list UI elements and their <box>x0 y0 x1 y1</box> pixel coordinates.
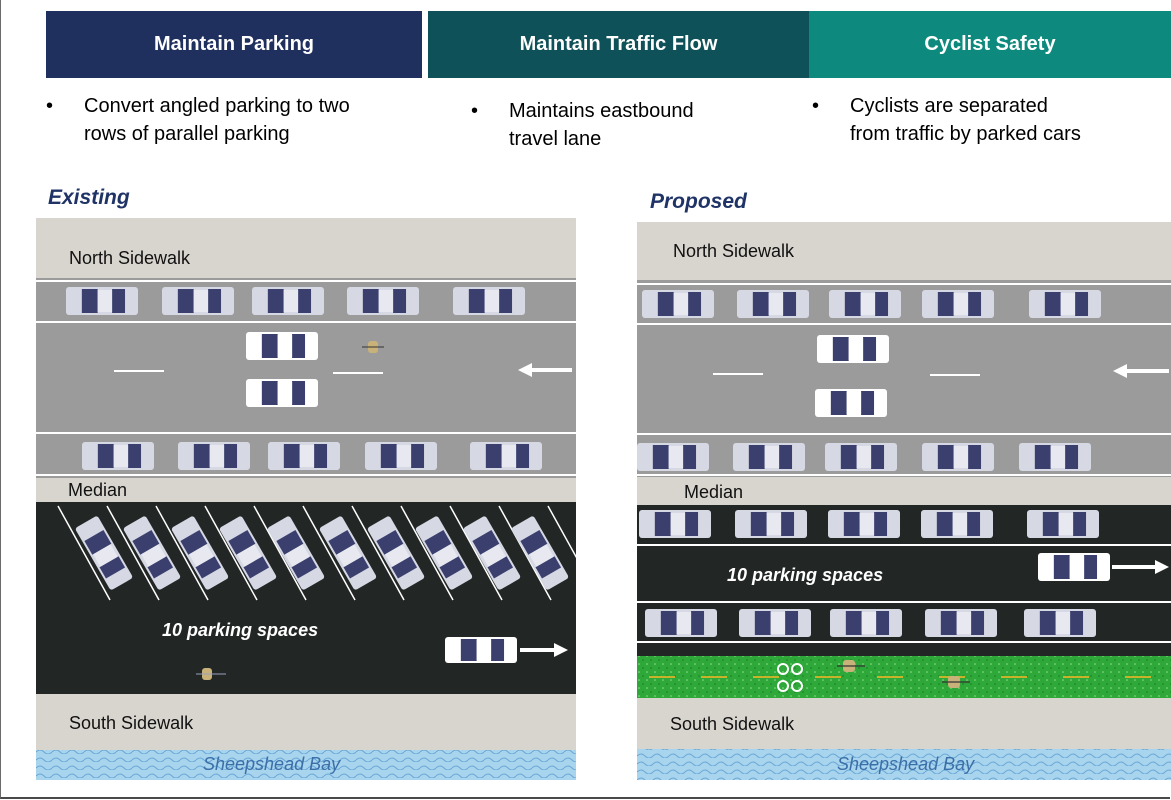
car-icon <box>365 442 437 470</box>
south-sidewalk-label: South Sidewalk <box>670 714 795 734</box>
proposed-title: Proposed <box>650 190 747 213</box>
car-icon <box>922 443 994 471</box>
car-icon <box>1019 443 1091 471</box>
median <box>36 478 576 502</box>
westbound-arrow-icon <box>1113 364 1169 378</box>
car-icon <box>733 443 805 471</box>
proposed-street-diagram: North Sidewalk Median 10 parking spaces … <box>637 222 1171 780</box>
car-icon <box>1024 609 1096 637</box>
bay-label: Sheepshead Bay <box>837 754 975 774</box>
car-icon <box>925 609 997 637</box>
bullet-parking: • Convert angled parking to two rows of … <box>46 92 350 148</box>
south-sidewalk <box>36 694 576 750</box>
car-icon <box>1029 290 1101 318</box>
car-icon <box>66 287 138 315</box>
south-sidewalk-label: South Sidewalk <box>69 713 194 733</box>
car-icon <box>815 389 887 417</box>
car-icon <box>123 516 181 590</box>
eastbound-arrow-icon <box>520 643 568 657</box>
bullet-cyclist: • Cyclists are separated from traffic by… <box>812 92 1081 148</box>
car-icon <box>642 290 714 318</box>
car-icon <box>921 510 993 538</box>
parking-spaces-label: 10 parking spaces <box>727 565 883 585</box>
existing-street-diagram: North Sidewalk Median 10 parking spaces … <box>36 218 576 780</box>
westbound-arrow-icon <box>518 363 572 377</box>
bay-label: Sheepshead Bay <box>203 754 341 774</box>
north-sidewalk <box>637 222 1171 280</box>
car-icon <box>246 379 318 407</box>
car-icon <box>1027 510 1099 538</box>
car-icon <box>246 332 318 360</box>
sheepshead-bay-water <box>637 749 1171 780</box>
car-icon <box>637 443 709 471</box>
car-icon <box>162 287 234 315</box>
car-icon <box>830 609 902 637</box>
bullet-marker: • <box>46 95 54 117</box>
bullet-traffic-line-2: travel lane <box>509 128 602 150</box>
bicycle-icon <box>942 676 970 688</box>
car-icon <box>267 516 325 590</box>
header-maintain-traffic-flow: Maintain Traffic Flow <box>428 11 809 78</box>
median-label: Median <box>68 480 127 500</box>
car-icon <box>735 510 807 538</box>
car-icon <box>922 290 994 318</box>
car-icon <box>268 442 340 470</box>
bicycle-icon <box>362 341 384 353</box>
car-icon <box>825 443 897 471</box>
parking-lot <box>36 502 576 694</box>
parking-spaces-label: 10 parking spaces <box>162 620 318 640</box>
car-icon <box>367 516 425 590</box>
car-icon <box>645 609 717 637</box>
header-maintain-parking: Maintain Parking <box>46 11 422 78</box>
north-sidewalk-label: North Sidewalk <box>69 248 191 268</box>
bullet-marker: • <box>471 100 479 122</box>
car-icon <box>829 290 901 318</box>
car-icon <box>453 287 525 315</box>
bicycle-icon <box>837 660 865 672</box>
south-sidewalk <box>637 698 1171 749</box>
header-cyclist-safety: Cyclist Safety <box>809 11 1171 78</box>
north-sidewalk-label: North Sidewalk <box>673 241 795 261</box>
car-icon <box>739 609 811 637</box>
car-icon <box>817 335 889 363</box>
bike-lane-symbol-icon <box>777 663 803 692</box>
car-icon <box>171 516 229 590</box>
median <box>637 477 1171 505</box>
north-sidewalk <box>36 218 576 278</box>
car-icon <box>463 516 521 590</box>
bullet-parking-line-2: rows of parallel parking <box>84 123 290 145</box>
eastbound-arrow-icon <box>1112 560 1169 574</box>
existing-title: Existing <box>48 186 130 209</box>
bullet-parking-line-1: Convert angled parking to two <box>84 95 350 117</box>
bullet-cyclist-line-2: from traffic by parked cars <box>850 123 1081 145</box>
median-label: Median <box>684 482 743 502</box>
car-icon <box>252 287 324 315</box>
car-icon <box>639 510 711 538</box>
car-icon <box>82 442 154 470</box>
bicycle-icon <box>196 668 226 680</box>
car-icon <box>219 516 277 590</box>
car-icon <box>445 637 517 663</box>
car-icon <box>319 516 377 590</box>
car-icon <box>347 287 419 315</box>
car-icon <box>415 516 473 590</box>
bullet-traffic: • Maintains eastbound travel lane <box>471 97 694 153</box>
car-icon <box>75 516 133 590</box>
bullet-marker: • <box>812 95 820 117</box>
car-icon <box>511 516 569 590</box>
car-icon <box>828 510 900 538</box>
car-icon <box>178 442 250 470</box>
car-icon <box>1038 553 1110 581</box>
car-icon <box>737 290 809 318</box>
car-icon <box>470 442 542 470</box>
sheepshead-bay-water <box>36 750 576 780</box>
bullet-cyclist-line-1: Cyclists are separated <box>850 95 1048 117</box>
bullet-traffic-line-1: Maintains eastbound <box>509 100 694 122</box>
